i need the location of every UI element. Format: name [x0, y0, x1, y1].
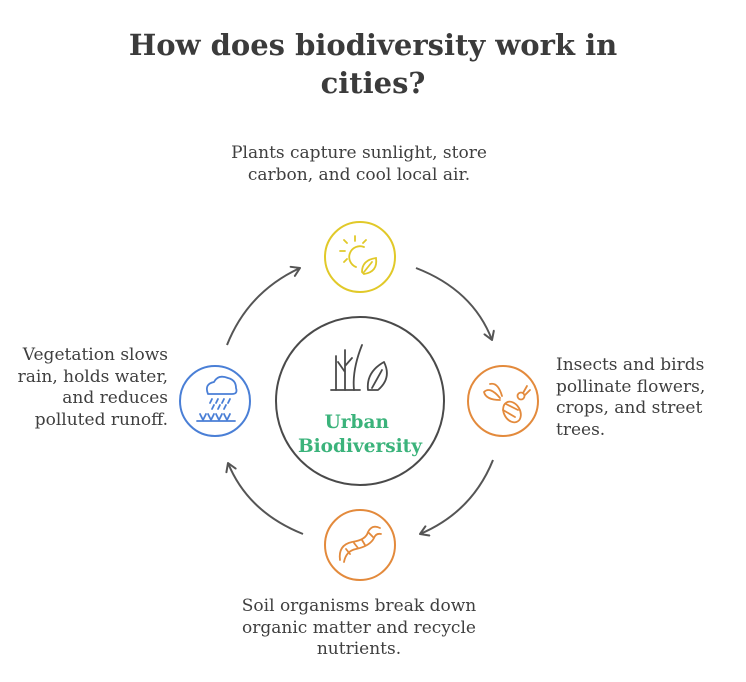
node-soil-circle	[324, 509, 396, 581]
rain-cloud-icon	[196, 375, 238, 422]
arrow-vegetation-to-plants	[226, 265, 301, 346]
arrow-soil-to-vegetation	[225, 462, 304, 535]
center-label-line1: Urban	[325, 412, 390, 433]
diagram-title: How does biodiversity work in cities?	[128, 28, 618, 100]
sun-leaf-icon	[339, 235, 378, 275]
arrow-pollinators-to-soil	[419, 459, 494, 537]
worm-icon	[338, 525, 382, 563]
node-plants-circle	[324, 221, 396, 293]
caption-soil: Soil organisms break down organic matter…	[241, 596, 477, 659]
arrow-plants-to-pollinators	[415, 267, 495, 341]
center-label: Urban Biodiversity	[298, 412, 423, 457]
plants-leaf-icon	[330, 344, 388, 391]
caption-pollinators: Insects and birds pollinate flowers, cro…	[556, 355, 706, 440]
center-circle	[275, 316, 445, 486]
node-vegetation-circle	[179, 365, 251, 437]
bee-icon	[483, 382, 531, 424]
caption-vegetation: Vegetation slows rain, holds water, and …	[17, 345, 168, 430]
center-label-line2: Biodiversity	[298, 436, 423, 457]
caption-plants: Plants capture sunlight, store carbon, a…	[231, 143, 487, 185]
node-pollinators-circle	[467, 365, 539, 437]
